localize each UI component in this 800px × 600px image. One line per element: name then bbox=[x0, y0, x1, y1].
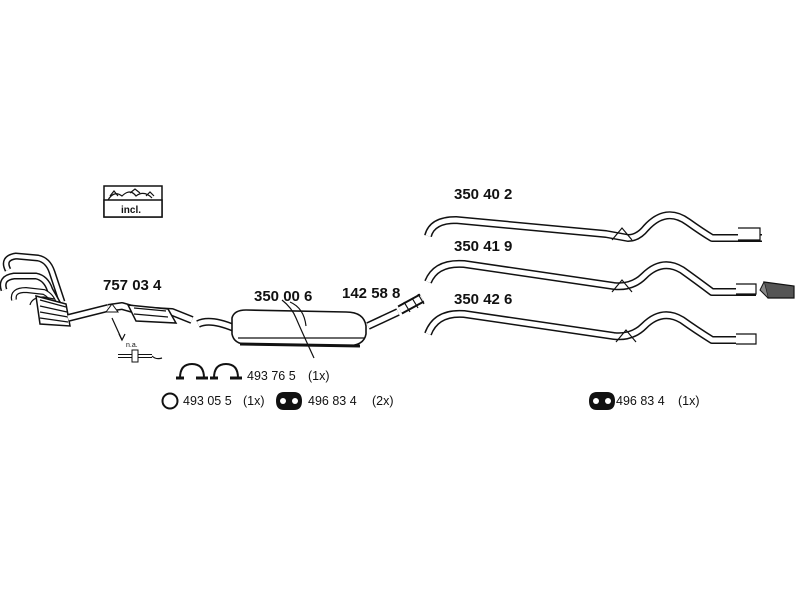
rear-pipe-3 bbox=[424, 309, 757, 345]
rear-pipe-1 bbox=[424, 211, 762, 242]
exhaust-tip-icon bbox=[759, 281, 795, 299]
part-number-clamp: 142 58 8 bbox=[342, 285, 400, 302]
rear-pipe-2 bbox=[424, 259, 757, 296]
accessory-qty-hangers: (1x) bbox=[308, 369, 330, 383]
part-number-centre-silencer: 350 00 6 bbox=[254, 288, 312, 305]
part-number-rear-pipe-1: 350 40 2 bbox=[454, 186, 512, 203]
ring-icon bbox=[161, 392, 179, 410]
hanger-icon bbox=[176, 362, 242, 380]
accessory-number-ring: 493 05 5 bbox=[183, 394, 232, 408]
accessory-number-rubber-mount-left: 496 83 4 bbox=[308, 394, 357, 408]
clamp bbox=[397, 293, 425, 315]
accessory-number-rubber-mount-right: 496 83 4 bbox=[616, 394, 665, 408]
manifold-catalytic-converter bbox=[0, 252, 194, 342]
accessory-qty-rubber-mount-left: (2x) bbox=[372, 394, 394, 408]
part-number-rear-pipe-3: 350 42 6 bbox=[454, 291, 512, 308]
accessory-qty-ring: (1x) bbox=[243, 394, 265, 408]
part-number-rear-pipe-2: 350 41 9 bbox=[454, 238, 512, 255]
rubber-mount-icon bbox=[276, 392, 302, 410]
part-number-manifold-cat: 757 03 4 bbox=[103, 277, 162, 294]
incl-box-icon: incl. bbox=[103, 185, 163, 218]
sensor-note: n.a. bbox=[126, 342, 138, 349]
accessory-number-hangers: 493 76 5 bbox=[247, 369, 296, 383]
lambda-sensor-icon: n.a. bbox=[118, 342, 163, 363]
rubber-mount-icon bbox=[589, 392, 615, 410]
incl-label: incl. bbox=[121, 205, 141, 216]
centre-silencer bbox=[196, 299, 400, 359]
accessory-qty-rubber-mount-right: (1x) bbox=[678, 394, 700, 408]
